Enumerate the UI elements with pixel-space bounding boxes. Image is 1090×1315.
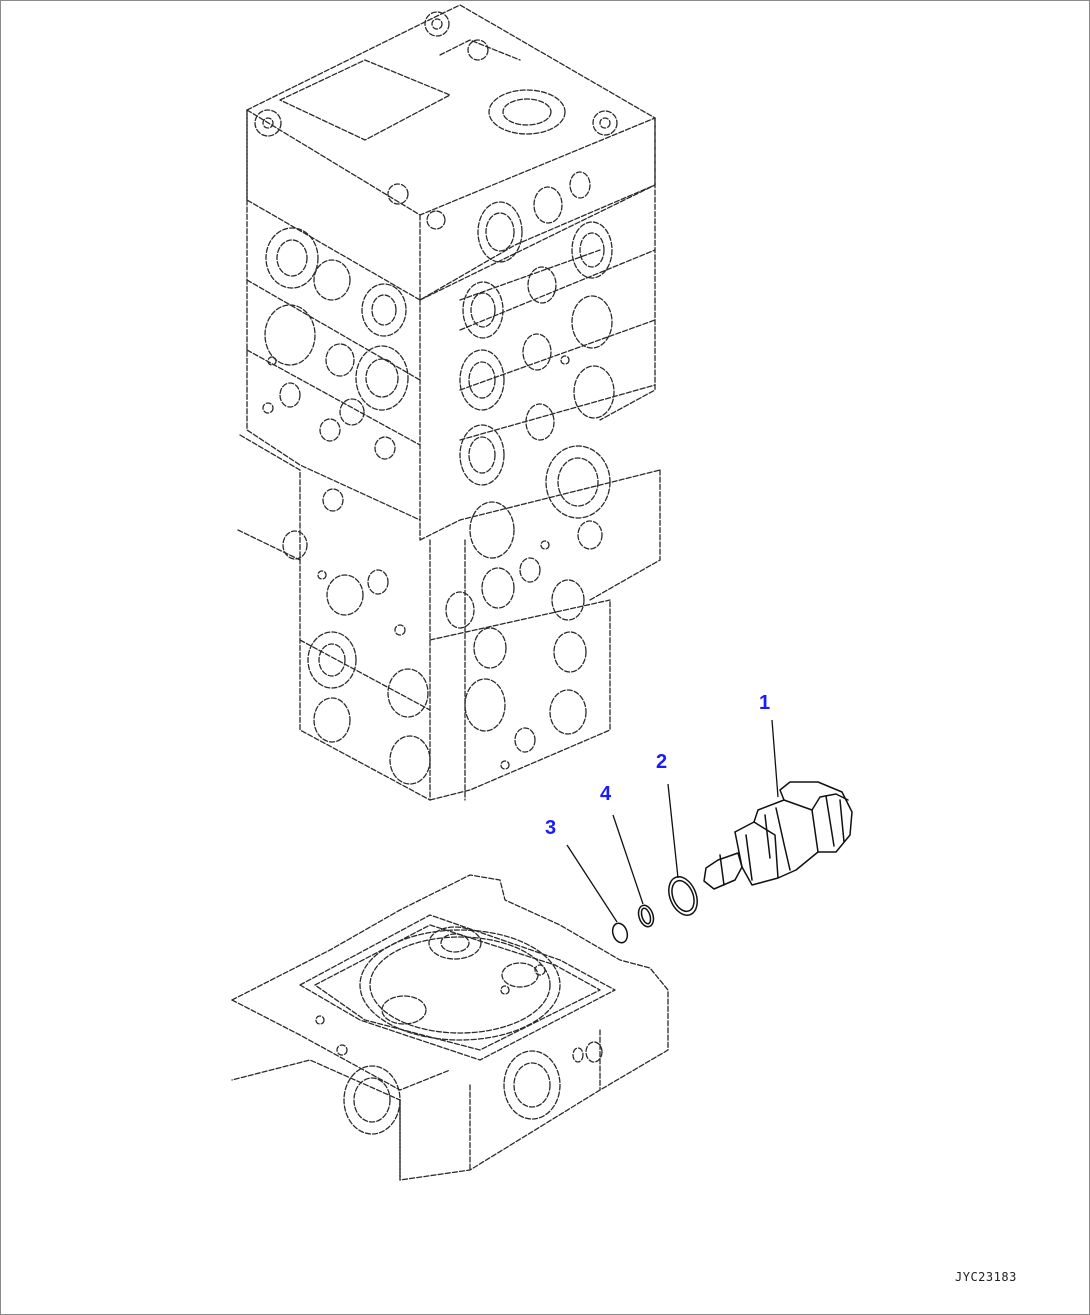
backup-ring-part-4 bbox=[637, 904, 655, 928]
lower-valve-section bbox=[231, 874, 669, 1181]
o-ring-part-2 bbox=[668, 876, 698, 916]
leader-line-4 bbox=[612, 814, 644, 905]
callout-3: 3 bbox=[545, 817, 556, 839]
leader-lines bbox=[566, 719, 779, 923]
control-valve-body bbox=[237, 4, 661, 801]
leader-line-1 bbox=[771, 719, 779, 798]
drawing-code: JYC23183 bbox=[955, 1270, 1017, 1284]
callout-2: 2 bbox=[656, 751, 667, 773]
leader-line-3 bbox=[566, 844, 618, 923]
callout-1: 1 bbox=[759, 692, 770, 714]
valve-cartridge-part-1 bbox=[703, 781, 853, 890]
o-ring-part-3 bbox=[611, 922, 629, 944]
leader-line-2 bbox=[667, 783, 679, 879]
callout-4: 4 bbox=[600, 783, 612, 805]
